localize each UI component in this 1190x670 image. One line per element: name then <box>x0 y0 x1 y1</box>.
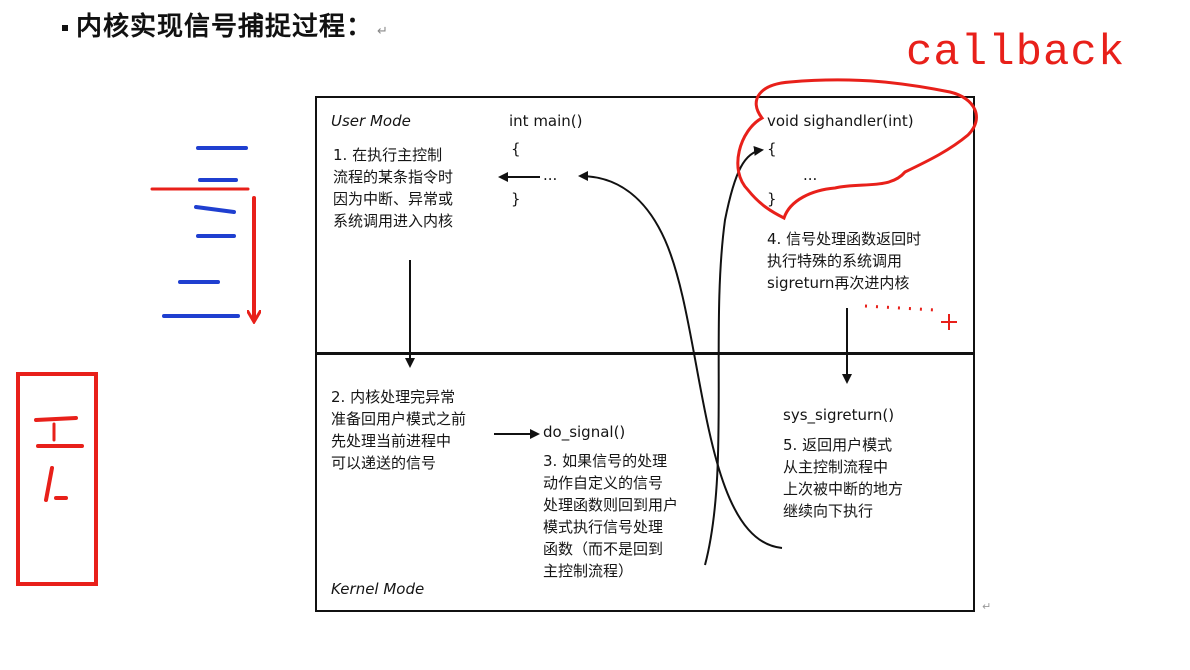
return-mark: ↵ <box>377 24 389 39</box>
do-signal-label: do_signal() <box>543 423 626 441</box>
callback-circle <box>736 78 978 221</box>
red-plus-mark <box>941 314 957 330</box>
arrow-return-main <box>578 171 783 549</box>
main-close-brace: } <box>511 190 521 208</box>
page-heading: 内核实现信号捕捉过程：↵ <box>62 6 389 43</box>
handler-close-brace: } <box>767 190 777 208</box>
boxed-sketch <box>16 372 98 586</box>
arrow-to-handler <box>704 145 764 566</box>
step-3-text: 3. 如果信号的处理 动作自定义的信号 处理函数则回到用户 模式执行信号处理 函… <box>543 452 679 580</box>
bullet-icon <box>62 24 68 31</box>
step-1-text: 1. 在执行主控制 流程的某条指令时 因为中断、异常或 系统调用进入内核 <box>333 146 454 230</box>
step-5-text: 5. 返回用户模式 从主控制流程中 上次被中断的地方 继续向下执行 <box>783 436 904 520</box>
main-open-brace: { <box>511 140 521 158</box>
callback-annotation: callback <box>906 28 1126 78</box>
stack-sketch <box>150 146 254 320</box>
diagram-return-mark: ↵ <box>982 600 992 613</box>
handler-open-brace: { <box>767 140 777 158</box>
main-body: ... <box>543 166 558 184</box>
step-4-text: 4. 信号处理函数返回时 执行特殊的系统调用 sigreturn再次进内核 <box>767 230 922 292</box>
handler-signature: void sighandler(int) <box>767 112 914 130</box>
user-mode-label: User Mode <box>331 112 411 130</box>
kernel-mode-label: Kernel Mode <box>331 580 425 598</box>
red-dotted-mark <box>864 304 936 312</box>
handler-body: ... <box>803 166 818 184</box>
sys-sigreturn-label: sys_sigreturn() <box>783 406 895 424</box>
step-2-text: 2. 内核处理完异常 准备回用户模式之前 先处理当前进程中 可以递送的信号 <box>331 388 467 472</box>
main-signature: int main() <box>509 112 583 130</box>
mode-divider <box>315 352 975 355</box>
